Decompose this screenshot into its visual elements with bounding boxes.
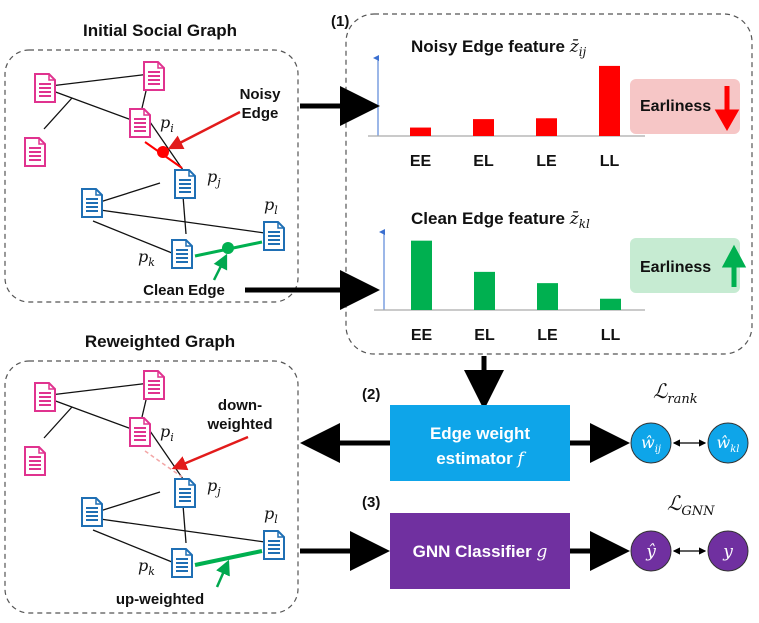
clean-edge-label: Clean Edge (143, 282, 225, 299)
edge-feature-panel (345, 13, 753, 355)
up-weighted-label: up-weighted (116, 591, 204, 608)
rw-doc-node-pi (129, 417, 151, 447)
bar-ll (600, 298, 621, 310)
down-weighted-label-2: weighted (206, 416, 272, 433)
estimator-label-2: estimator f (436, 449, 526, 469)
down-weighted-pointer (171, 435, 249, 471)
doc-node-pl (263, 221, 285, 251)
tick-label-ee: EE (411, 327, 433, 344)
up-weighted-edge (194, 549, 263, 567)
earliness-down-label: Earliness (640, 98, 711, 115)
y-hat-node (630, 530, 672, 572)
w-kl-label: ŵkl (717, 433, 740, 455)
rw-doc-node-pink-2 (143, 370, 165, 400)
bar-ee (410, 127, 431, 136)
arrow-up-icon (721, 244, 747, 287)
arrow-down-icon (714, 86, 740, 132)
doc-node-pink-4 (24, 137, 46, 167)
gnn-loss-label: ℒGNN (667, 491, 715, 519)
initial-graph-title: Initial Social Graph (83, 21, 237, 40)
earliness-down-badge (630, 79, 740, 134)
noisy-edge-dot (157, 146, 169, 158)
rw-label-pl: pl (264, 504, 278, 526)
earliness-up-label: Earliness (640, 259, 711, 276)
rw-label-pi: pi (160, 422, 174, 444)
tick-label-el: EL (474, 327, 495, 344)
gnn-classifier-label: GNN Classifier g (413, 542, 548, 562)
step-2-label: (2) (362, 386, 380, 403)
clean-chart-title: Clean Edge feature z̄kl (411, 209, 590, 231)
doc-node-pink-1 (34, 73, 56, 103)
tick-label-ee: EE (410, 153, 432, 170)
step-1-label: (1) (331, 13, 349, 30)
step-3-label: (3) (362, 494, 380, 511)
clean-edge-pointer (212, 253, 228, 281)
edge-weight-estimator-box (390, 405, 570, 481)
rw-doc-node-pj (174, 478, 196, 508)
tick-label-ll: LL (601, 327, 621, 344)
bar-le (537, 283, 558, 310)
rw-doc-node-pink-4 (24, 446, 46, 476)
label-pj: pj (207, 167, 221, 189)
noisy-edge-feature-chart: Noisy Edge feature z̄ij EE EL LE LL Earline… (368, 37, 740, 170)
initial-graph-edges (41, 73, 273, 254)
doc-node-pi (129, 108, 151, 138)
estimator-label-1: Edge weight (430, 424, 530, 443)
down-weighted-edge (144, 450, 183, 478)
rw-label-pj: pj (207, 476, 221, 498)
tick-label-ll: LL (600, 153, 620, 170)
bar-ll (599, 65, 620, 136)
noisy-edge-pointer (167, 110, 241, 150)
w-ij-node (630, 422, 672, 464)
noisy-chart-title: Noisy Edge feature z̄ij (411, 37, 587, 59)
reweighted-graph-edges (41, 382, 273, 563)
w-kl-node (707, 422, 749, 464)
rw-label-pk: pk (138, 556, 155, 578)
y-hat-label: ŷ (645, 542, 656, 562)
rw-doc-node-pk (171, 548, 193, 578)
doc-node-pink-2 (143, 61, 165, 91)
down-weighted-label-1: down- (218, 397, 262, 414)
clean-edge-feature-chart: Clean Edge feature z̄kl EE EL LE LL Earline… (374, 209, 747, 344)
doc-node-pj (174, 169, 196, 199)
label-pi: pi (160, 113, 174, 135)
noisy-edge-label-2: Edge (242, 105, 279, 122)
tick-label-le: LE (537, 327, 558, 344)
bar-el (474, 271, 495, 310)
rw-doc-node-pink-1 (34, 382, 56, 412)
bar-el (473, 119, 494, 136)
doc-node-blue-2 (81, 188, 103, 218)
clean-edge-dot (222, 242, 234, 254)
rw-doc-node-pl (263, 530, 285, 560)
noisy-edge-label-1: Noisy (240, 86, 282, 103)
doc-node-pk (171, 239, 193, 269)
label-pl: pl (264, 195, 278, 217)
y-node (707, 530, 749, 572)
rw-doc-node-blue-2 (81, 497, 103, 527)
reweighted-graph-title: Reweighted Graph (85, 332, 235, 351)
bar-le (536, 118, 557, 136)
bar-ee (411, 240, 432, 310)
up-weighted-pointer (215, 559, 230, 588)
tick-label-le: LE (536, 153, 557, 170)
tick-label-el: EL (473, 153, 494, 170)
label-pk: pk (138, 247, 155, 269)
rank-loss-label: ℒrank (653, 379, 698, 407)
gnn-classifier-box (390, 513, 570, 589)
y-label: y (722, 542, 733, 562)
earliness-up-badge (630, 238, 740, 293)
w-ij-label: ŵij (641, 433, 661, 455)
